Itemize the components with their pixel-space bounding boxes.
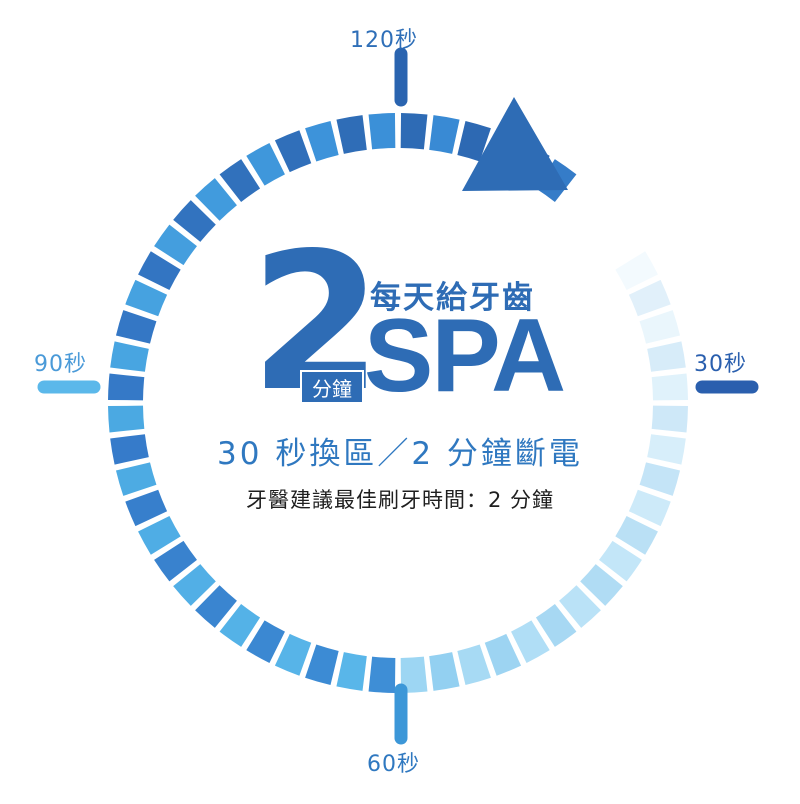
tick-label-60: 60秒 <box>367 752 420 777</box>
ring-segment <box>400 113 428 150</box>
ring-segment <box>599 540 642 582</box>
ring-segment <box>535 604 577 647</box>
ring-segment <box>110 341 149 372</box>
subtitle: 30 秒換區／2 分鐘斷電 <box>217 436 583 472</box>
ring-segment <box>336 652 367 691</box>
ring-segment <box>173 564 216 606</box>
spa-word: SPA <box>364 298 566 414</box>
tagline: 每天給牙齒 <box>370 280 535 316</box>
ring-segment <box>429 652 460 691</box>
ring-segment <box>368 656 396 693</box>
ring-segment <box>647 341 686 372</box>
ring-segment <box>559 585 601 628</box>
ring-segment <box>336 115 367 154</box>
ring-segment <box>639 310 681 344</box>
tick-label-90: 90秒 <box>34 352 87 377</box>
ring-segment <box>615 516 658 555</box>
ring-segment <box>511 620 550 663</box>
ring-segment <box>651 405 688 433</box>
ring-segment <box>195 585 237 628</box>
ring-segment <box>457 644 491 686</box>
dentist-advice: 牙醫建議最佳刷牙時間：2 分鐘 <box>245 488 555 512</box>
ring-segment <box>173 200 216 242</box>
ring-segment <box>246 620 285 663</box>
ring-segment <box>110 434 149 465</box>
ring-segment <box>115 462 157 496</box>
ring-segment <box>108 405 145 433</box>
clockwise-arrow-icon <box>462 97 568 191</box>
ring-segment <box>400 656 428 693</box>
ring-segment <box>154 540 197 582</box>
ring-segment <box>195 178 237 221</box>
ring-segment <box>115 310 157 344</box>
ring-segment <box>274 130 312 173</box>
ring-segment <box>651 373 688 401</box>
tick-label-120: 120秒 <box>350 28 418 53</box>
ring-segment <box>246 143 285 186</box>
ring-segment <box>580 564 623 606</box>
ring-segment <box>305 644 339 686</box>
ring-segment <box>368 113 396 150</box>
ring-segment <box>274 633 312 676</box>
ring-segment <box>125 279 168 317</box>
ring-segment <box>429 115 460 154</box>
ring-segment <box>138 516 181 555</box>
minute-badge: 分鐘 <box>300 370 364 404</box>
ring-segment <box>639 462 681 496</box>
ring-segment <box>457 120 491 162</box>
ring-segment <box>305 120 339 162</box>
tick-label-30: 30秒 <box>694 352 747 377</box>
ring-segment <box>138 251 181 290</box>
ring-segment <box>484 633 522 676</box>
ring-segment <box>219 604 261 647</box>
ring-segment <box>647 434 686 465</box>
ring-segment <box>615 251 658 290</box>
ring-segment <box>628 489 671 527</box>
ring-segment <box>108 373 145 401</box>
ring-segment <box>628 279 671 317</box>
ring-segment <box>154 224 197 266</box>
ring-segment <box>125 489 168 527</box>
ring-segment <box>219 159 261 202</box>
